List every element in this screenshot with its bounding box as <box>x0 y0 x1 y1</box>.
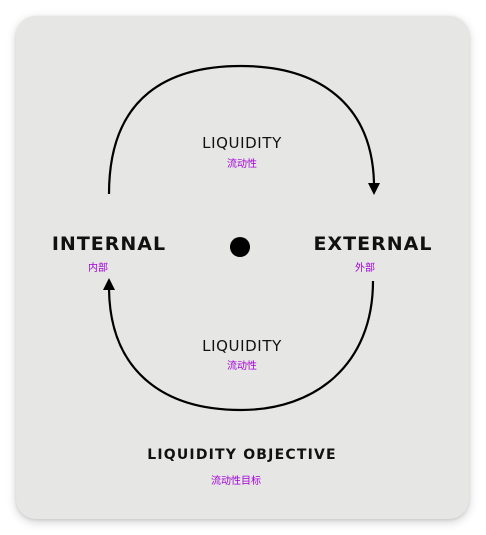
internal-node-label: INTERNAL <box>51 233 167 255</box>
objective-title: LIQUIDITY OBJECTIVE <box>147 447 337 463</box>
bottom-flow-label: LIQUIDITY <box>202 337 282 355</box>
bottom-flow-arc <box>107 280 375 412</box>
diagram-card <box>16 16 469 519</box>
internal-node-sublabel: 内部 <box>88 263 108 274</box>
objective-sublabel: 流动性目标 <box>211 476 261 487</box>
top-flow-arc <box>107 64 376 195</box>
external-node-sublabel: 外部 <box>355 263 375 274</box>
external-node-label: EXTERNAL <box>313 233 433 255</box>
top-flow-sublabel: 流动性 <box>227 159 257 170</box>
center-dot <box>230 237 250 257</box>
bottom-flow-arrowhead <box>103 278 115 290</box>
top-flow-label: LIQUIDITY <box>202 134 282 152</box>
bottom-flow-sublabel: 流动性 <box>227 361 257 372</box>
top-flow-arrowhead <box>368 183 380 195</box>
